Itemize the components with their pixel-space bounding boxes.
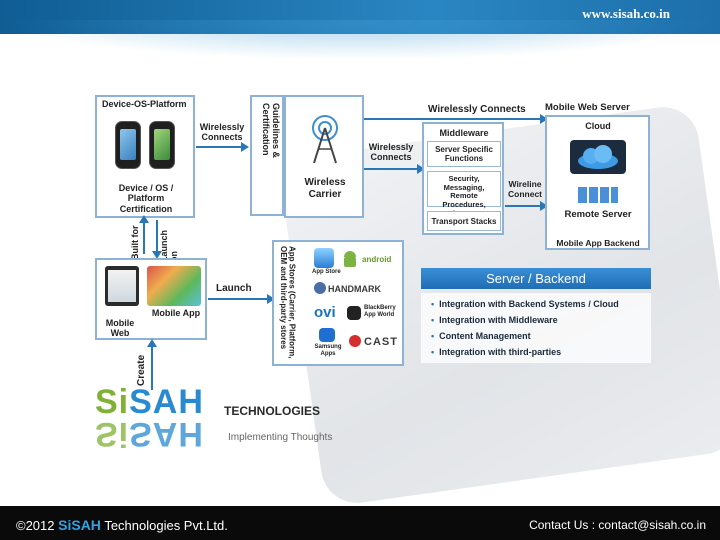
- device-box-title: Device-OS-Platform: [102, 99, 197, 109]
- server-specific-label: Server Specific Functions: [429, 145, 499, 163]
- device-to-guidelines-arrow: [196, 146, 242, 148]
- server-rack-icon: [577, 185, 619, 205]
- guidelines-label: Guidelines & Certification: [260, 103, 280, 213]
- footer-company: Technologies Pvt.Ltd.: [104, 518, 228, 533]
- device-os-platform-box: Device-OS-Platform Device / OS / Platfor…: [95, 95, 195, 218]
- mobile-app-screenshot: [147, 266, 201, 306]
- launch-on-arrow: [156, 220, 158, 252]
- cell-tower-icon: [308, 115, 342, 165]
- list-item: Integration with third-parties: [431, 347, 561, 357]
- blackberry-label: BlackBerry App World: [364, 305, 404, 319]
- mobile-web-server-label: Mobile Web Server: [545, 103, 655, 114]
- security-box: Security, Messaging, Remote Procedures, …: [427, 171, 501, 207]
- android-phone-image: [149, 121, 175, 169]
- tagline: Implementing Thoughts: [228, 432, 332, 443]
- footer-brand: SiSAH: [58, 517, 101, 533]
- mobile-app-backend-label: Mobile App Backend: [549, 239, 647, 249]
- handmark-label: HANDMARK: [328, 284, 381, 294]
- mobile-app-label: Mobile App: [147, 308, 205, 318]
- android-icon: [340, 250, 360, 270]
- launch-arrow: [208, 298, 268, 300]
- samsung-label: Samsung Apps: [314, 344, 342, 357]
- middleware-title: Middleware: [426, 128, 502, 138]
- list-item: Integration with Backend Systems / Cloud: [431, 299, 619, 309]
- site-url[interactable]: www.sisah.co.in: [582, 6, 670, 22]
- wirelessly-connects-top-label: Wirelessly Connects: [428, 104, 538, 116]
- list-item: Content Management: [431, 331, 531, 341]
- iphone-image: [115, 121, 141, 169]
- cast-label: CAST: [364, 336, 398, 348]
- transport-label: Transport Stacks: [429, 217, 499, 226]
- wireline-connect-label: Wireline Connect: [505, 180, 545, 200]
- mobile-web-screenshot: [105, 266, 139, 306]
- app-box: Mobile Web Mobile App: [95, 258, 207, 340]
- remote-server-label: Remote Server: [549, 210, 647, 221]
- cast-icon: [348, 334, 362, 348]
- device-box-caption: Device / OS / Platform Certification: [101, 183, 191, 214]
- carrier-to-webserver-arrow: [364, 118, 541, 120]
- server-backend-list: Integration with Backend Systems / Cloud…: [421, 293, 651, 363]
- middleware-to-server-arrow: [505, 205, 541, 207]
- middleware-box: Middleware Server Specific Functions Sec…: [422, 122, 504, 235]
- launch-label: Launch: [216, 283, 266, 295]
- launch-on-label: Launch on: [160, 222, 180, 262]
- copyright-year: ©2012: [16, 518, 55, 533]
- cloud-label: Cloud: [549, 121, 647, 131]
- server-specific-box: Server Specific Functions: [427, 141, 501, 167]
- app-store-icon: [314, 248, 334, 268]
- technologies-label: TECHNOLOGIES: [224, 404, 320, 418]
- server-backend-band: Server / Backend: [421, 268, 651, 289]
- cloud-icon: [569, 139, 627, 175]
- app-stores-label: App Stores (Carrier, Platform, OEM and t…: [278, 246, 296, 362]
- app-stores-box: App Stores (Carrier, Platform, OEM and t…: [272, 240, 404, 366]
- footer-bar: ©2012 SiSAH Technologies Pvt.Ltd. Contac…: [0, 506, 720, 540]
- blackberry-icon: [347, 306, 361, 320]
- create-label: Create: [136, 346, 147, 386]
- wirelessly-connects-label-2: Wirelessly Connects: [364, 142, 418, 163]
- transport-box: Transport Stacks: [427, 211, 501, 231]
- built-for-arrow: [143, 222, 145, 254]
- samsung-icon: [319, 328, 335, 342]
- list-item: Integration with Middleware: [431, 315, 558, 325]
- handmark-icon: [314, 282, 326, 294]
- carrier-to-middleware-arrow: [364, 168, 418, 170]
- sisah-logo: SiSAH: [95, 385, 204, 419]
- android-label: android: [362, 255, 391, 264]
- contact-link[interactable]: Contact Us : contact@sisah.co.in: [529, 518, 706, 532]
- ovi-label: ovi: [314, 304, 336, 321]
- sisah-logo-reflection: SiSAH: [95, 417, 204, 451]
- top-swoosh: [0, 20, 720, 60]
- backend-box: Cloud Remote Server Mobile App Backend: [545, 115, 650, 250]
- wireless-carrier-box: Wireless Carrier: [284, 95, 364, 218]
- guidelines-box: Guidelines & Certification: [250, 95, 284, 216]
- wirelessly-connects-label-1: Wirelessly Connects: [196, 122, 248, 143]
- mobile-web-label: Mobile Web: [99, 318, 141, 339]
- built-for-label: Built for: [131, 220, 141, 260]
- app-store-label: App Store: [312, 269, 341, 275]
- copyright: ©2012 SiSAH Technologies Pvt.Ltd.: [16, 517, 228, 533]
- wireless-carrier-label: Wireless Carrier: [290, 177, 360, 200]
